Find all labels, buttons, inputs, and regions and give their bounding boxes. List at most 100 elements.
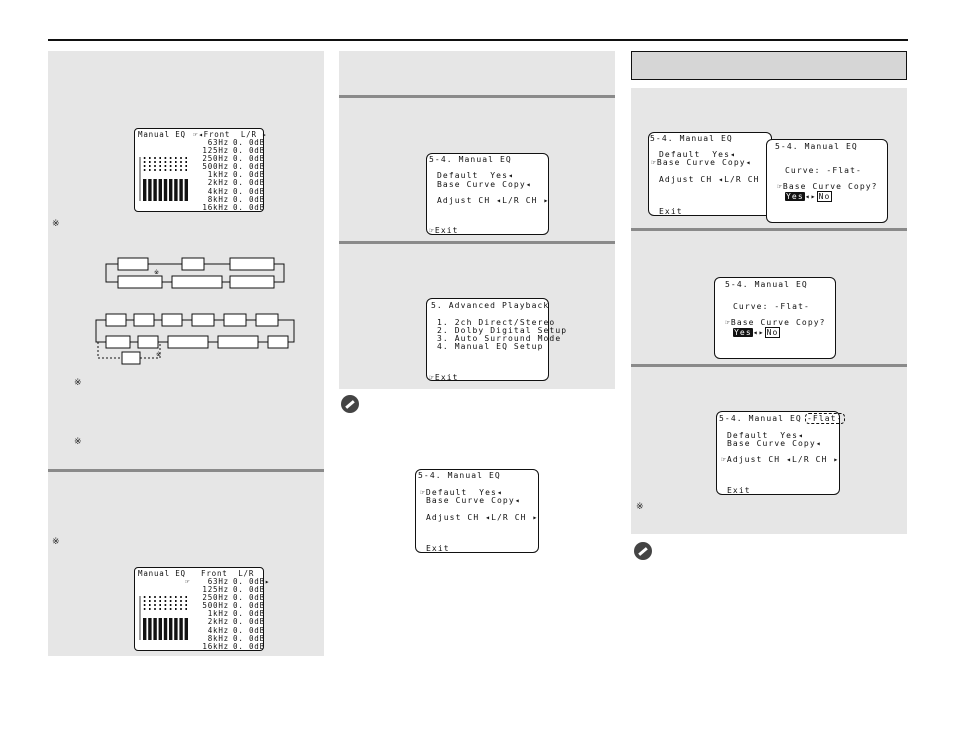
- flow1-box-4: [117, 275, 163, 289]
- menu2-line-1[interactable]: ☞Default Yes◂: [420, 488, 503, 497]
- note-mark-5: ※: [636, 502, 644, 512]
- flow-diagram-1: ※: [105, 257, 285, 289]
- menu4-line-1[interactable]: Default Yes◂: [727, 431, 804, 440]
- eq-bar-tick: [159, 600, 161, 602]
- eq-bar-tick: [159, 169, 161, 171]
- adv-item-4[interactable]: 4. Manual EQ Setup: [437, 342, 544, 351]
- menu4-line-2[interactable]: Base Curve Copy◂: [727, 439, 822, 448]
- eq-bar-tick: [185, 165, 187, 167]
- menu3-line-1[interactable]: Default Yes◂: [659, 150, 736, 159]
- eq-bar: [184, 179, 188, 201]
- menu4-line-4[interactable]: ☞Adjust CH ◂L/R CH ▸: [721, 455, 840, 464]
- eq-band-label: 8kHz: [207, 194, 229, 204]
- menu3-title: 5-4. Manual EQ: [650, 134, 733, 143]
- popup2-yes-button[interactable]: Yes: [733, 328, 753, 337]
- eq-band-value: 0. 0dB: [233, 625, 265, 635]
- right-separator-2: [631, 364, 907, 367]
- eq-bar: [174, 179, 178, 201]
- eq-band-value: 0. 0dB: [233, 641, 265, 651]
- flow1-box-2: [181, 257, 205, 271]
- adv-item-1[interactable]: 1. 2ch Direct/Stereo: [437, 318, 556, 327]
- menu3-exit[interactable]: Exit: [659, 207, 683, 216]
- eq-b-channel: Front L/R: [201, 569, 255, 578]
- popup2-title: 5-4. Manual EQ: [725, 280, 808, 289]
- menu1-title: 5-4. Manual EQ: [429, 155, 512, 164]
- eq-b-title: Manual EQ: [138, 569, 186, 578]
- adv-item-2[interactable]: 2. Dolby Digital Setup: [437, 326, 568, 335]
- menu4-exit[interactable]: Exit: [727, 486, 751, 495]
- eq-bar: [148, 179, 152, 201]
- adv-item-3[interactable]: 3. Auto Surround Mode: [437, 334, 562, 343]
- eq-bar-tick: [180, 157, 182, 159]
- eq-band-label: 63Hz: [207, 138, 229, 147]
- eq-band-value: 0. 0dB: [233, 138, 265, 147]
- eq-band-label: 250Hz: [202, 154, 229, 164]
- eq-bar-tick: [169, 161, 172, 163]
- eq-bar-tick: [169, 157, 172, 159]
- right-separator-1: [631, 228, 907, 231]
- eq-bar-tick: [180, 165, 182, 167]
- right-header-box: [631, 51, 907, 80]
- popup1-yes-button[interactable]: Yes: [785, 192, 805, 201]
- menu1-exit[interactable]: ☞Exit: [429, 226, 459, 235]
- eq-bar-tick: [149, 157, 151, 159]
- eq-bar-tick: [154, 157, 156, 159]
- eq-bar: [179, 618, 183, 640]
- flow1-box-3: [229, 257, 275, 271]
- eq-band-value: 0. 0dB: [233, 617, 265, 627]
- popup1-no-button[interactable]: No: [816, 191, 833, 202]
- eq-band-value: 0. 0dB: [233, 154, 265, 164]
- eq-bar-tick: [185, 161, 187, 163]
- eq-band-value: 0. 0dB: [233, 186, 265, 196]
- eq-bar-tick: [159, 165, 161, 167]
- eq-bar: [184, 618, 188, 640]
- eq-band-label: 125Hz: [202, 585, 229, 595]
- left-separator: [48, 469, 324, 472]
- eq-bar-tick: [169, 596, 172, 598]
- popup2-no-button[interactable]: No: [764, 327, 781, 338]
- menu4-title: 5-4. Manual EQ: [719, 414, 802, 423]
- menu1-line-1[interactable]: Default Yes◂: [437, 171, 514, 180]
- adv-exit[interactable]: ☞Exit: [429, 373, 459, 382]
- eq-bar-tick: [154, 169, 156, 171]
- eq-bar-tick: [149, 600, 151, 602]
- eq-bar-tick: [143, 161, 146, 163]
- menu2-line-2[interactable]: Base Curve Copy◂: [426, 496, 521, 505]
- eq-bar-tick: [164, 596, 167, 598]
- menu1-line-4[interactable]: Adjust CH ◂L/R CH ▸: [437, 196, 550, 205]
- menu1-line-2[interactable]: Base Curve Copy◂: [437, 180, 532, 189]
- menu2-line-4[interactable]: Adjust CH ◂L/R CH ▸: [426, 513, 539, 522]
- eq-bar-tick: [185, 604, 187, 606]
- eq-bar: [153, 618, 157, 640]
- eq-band-row: 63Hz 0. 0dB: [193, 138, 265, 147]
- menu2-exit[interactable]: Exit: [426, 544, 450, 553]
- eq-band-label: 250Hz: [202, 593, 229, 603]
- eq-bar: [158, 179, 162, 201]
- menu3-line-4[interactable]: Adjust CH ◂L/R CH ▸: [659, 175, 772, 184]
- eq-a-title: Manual EQ: [138, 130, 186, 139]
- eq-bar: [174, 618, 178, 640]
- eq-bar: [163, 179, 168, 201]
- eq-bar-tick: [169, 604, 172, 606]
- eq-bar-tick: [164, 161, 167, 163]
- note-mark-4: ※: [52, 537, 60, 547]
- eq-bar-tick: [185, 596, 187, 598]
- eq-bar-tick: [149, 604, 151, 606]
- menu3-line-2[interactable]: ☞Base Curve Copy◂: [651, 158, 752, 167]
- eq-band-value: 0. 0dB: [233, 633, 265, 643]
- eq-bar-tick: [185, 169, 187, 171]
- eq-bar-tick: [185, 600, 187, 602]
- eq-band-label: 16kHz: [202, 202, 229, 212]
- popup1-title: 5-4. Manual EQ: [775, 142, 858, 151]
- eq-band-value: 0. 0dB: [233, 194, 265, 204]
- eq-bar-tick: [154, 600, 156, 602]
- eq-band-row: 8kHz 0. 0dB: [193, 194, 265, 204]
